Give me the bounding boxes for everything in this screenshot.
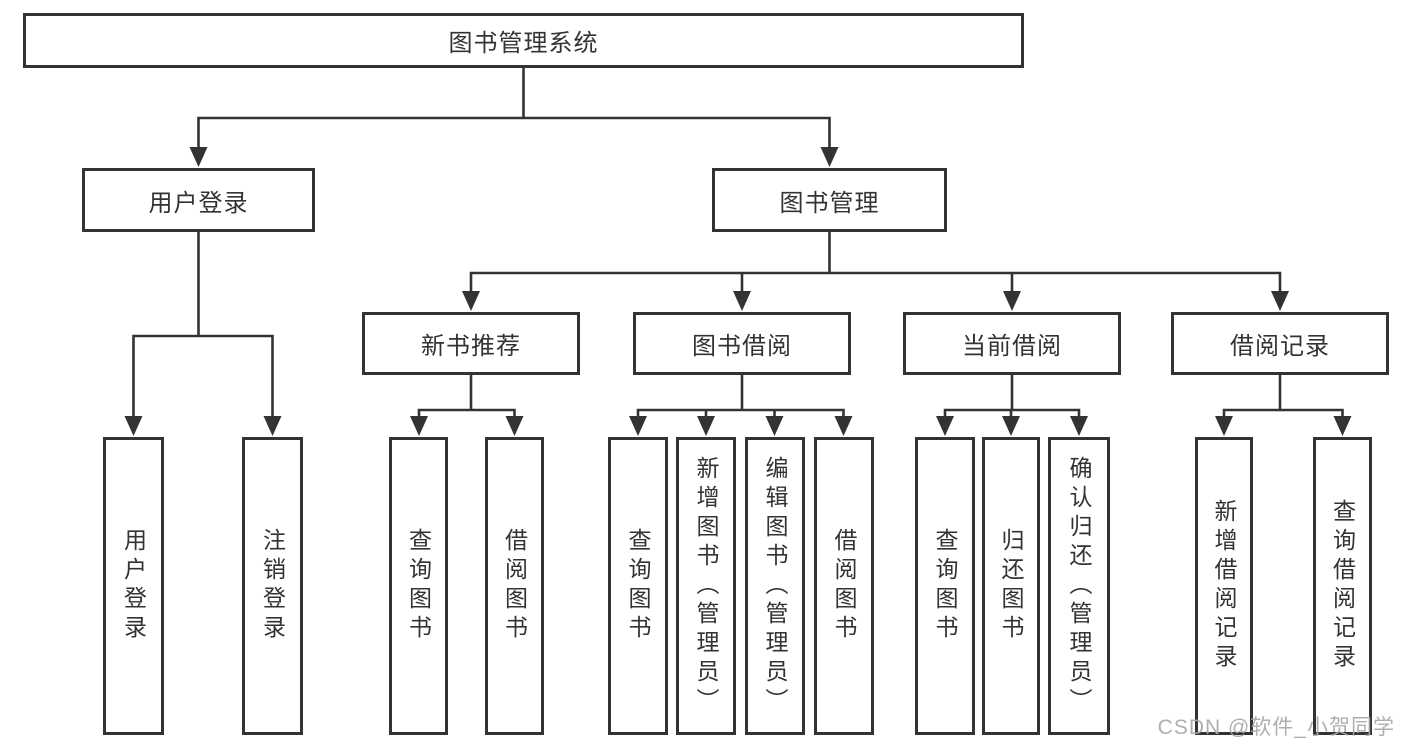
leaf-label: 查询图书 [405, 528, 432, 644]
node-label: 图书管理 [779, 189, 880, 217]
leaf-label: 注销登录 [259, 528, 286, 644]
arrow-down-icon [263, 416, 282, 436]
node-borrow-record: 借阅记录 [1171, 312, 1389, 375]
arrow-down-icon [124, 416, 143, 436]
leaf-label: 新增图书（管理员） [693, 455, 719, 717]
node-new-book-recommend: 新书推荐 [362, 312, 580, 375]
node-label: 图书借阅 [692, 333, 792, 360]
arrow-down-icon [697, 416, 715, 436]
node-current-borrow: 当前借阅 [903, 312, 1121, 375]
leaf-label: 查询图书 [625, 528, 651, 644]
arrow-down-icon [834, 416, 853, 436]
leaf-label: 确认归还（管理员） [1066, 455, 1092, 717]
arrow-down-icon [189, 147, 208, 167]
leaf-borrow-books: 借阅图书 [485, 437, 544, 735]
arrow-down-icon [410, 416, 428, 436]
arrow-down-icon [1003, 291, 1021, 311]
leaf-query-borrow-record: 查询借阅记录 [1313, 437, 1372, 735]
leaf-label: 用户登录 [120, 528, 147, 644]
arrow-down-icon [936, 416, 954, 436]
arrow-down-icon [629, 416, 647, 436]
leaf-edit-books-admin: 编辑图书（管理员） [745, 437, 805, 735]
leaf-user-login: 用户登录 [103, 437, 164, 735]
leaf-return-books: 归还图书 [982, 437, 1040, 735]
leaf-query-books: 查询图书 [389, 437, 448, 735]
node-library-system: 图书管理系统 [23, 13, 1024, 68]
node-label: 借阅记录 [1230, 333, 1330, 360]
arrow-down-icon [1002, 416, 1020, 436]
leaf-confirm-return-admin: 确认归还（管理员） [1048, 437, 1110, 735]
arrow-down-icon [462, 291, 480, 311]
leaf-query-books: 查询图书 [915, 437, 975, 735]
leaf-add-books-admin: 新增图书（管理员） [676, 437, 736, 735]
node-label: 新书推荐 [421, 333, 521, 360]
leaf-add-borrow-record: 新增借阅记录 [1195, 437, 1253, 735]
arrow-down-icon [1070, 416, 1088, 436]
leaf-label: 借阅图书 [501, 528, 528, 644]
node-label: 用户登录 [148, 189, 249, 217]
node-book-management: 图书管理 [712, 168, 947, 232]
arrow-down-icon [1271, 291, 1289, 311]
arrow-down-icon [733, 291, 751, 311]
leaf-label: 借阅图书 [831, 528, 857, 644]
arrow-down-icon [1215, 416, 1233, 436]
tree-edges [132, 65, 1344, 420]
leaf-label: 归还图书 [998, 528, 1024, 644]
leaf-borrow-books: 借阅图书 [814, 437, 874, 735]
leaf-label: 新增借阅记录 [1211, 499, 1237, 673]
leaf-label: 查询借阅记录 [1329, 499, 1356, 673]
leaf-query-books: 查询图书 [608, 437, 668, 735]
arrow-down-icon [1333, 416, 1352, 436]
arrow-down-icon [765, 416, 784, 436]
leaf-label: 编辑图书（管理员） [762, 455, 788, 717]
node-label: 图书管理系统 [448, 30, 599, 57]
leaf-label: 查询图书 [932, 528, 958, 644]
arrowhead-icons [124, 147, 1352, 436]
node-label: 当前借阅 [962, 333, 1062, 360]
arrow-down-icon [505, 416, 524, 436]
leaf-logout: 注销登录 [242, 437, 303, 735]
arrow-down-icon [820, 147, 839, 167]
node-user-login: 用户登录 [82, 168, 315, 232]
node-book-borrow: 图书借阅 [633, 312, 851, 375]
csdn-watermark: CSDN @软件_小贺同学 [1157, 716, 1395, 739]
